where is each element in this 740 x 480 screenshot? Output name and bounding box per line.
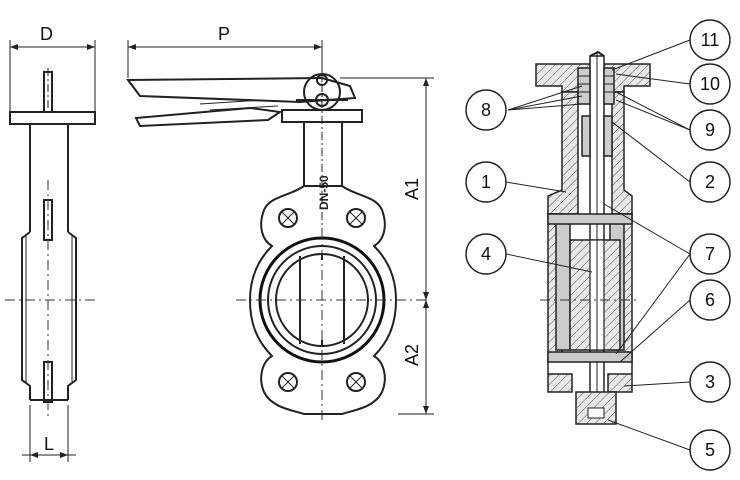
svg-text:7: 7: [705, 244, 715, 264]
side-view: D L: [5, 24, 98, 462]
svg-text:5: 5: [705, 440, 715, 460]
bolt-holes: [278, 208, 366, 392]
svg-text:4: 4: [481, 244, 491, 264]
callout-8: [465, 89, 507, 131]
callout-5: [689, 429, 731, 471]
callout-2: [689, 161, 731, 203]
dimension-label-p: P: [218, 24, 230, 44]
dimension-label-l: L: [44, 434, 54, 454]
svg-text:11: 11: [701, 30, 720, 50]
callout-10: [689, 63, 731, 105]
callout-11: [689, 19, 731, 61]
svg-text:10: 10: [700, 74, 720, 94]
callout-7: [689, 233, 731, 275]
body-marking: DN-50: [317, 175, 331, 210]
svg-text:9: 9: [705, 120, 715, 140]
dimension-label-d: D: [40, 24, 53, 44]
svg-text:1: 1: [481, 172, 491, 192]
callout-3: [689, 361, 731, 403]
dimension-label-a1: A1: [402, 178, 422, 200]
svg-text:8: 8: [481, 100, 491, 120]
callout-4: [465, 233, 507, 275]
svg-text:6: 6: [705, 290, 715, 310]
callout-9: [689, 109, 731, 151]
callouts: 11 10 9 8 2 1 7 4 6: [465, 19, 731, 471]
svg-text:2: 2: [705, 172, 715, 192]
dimension-label-a2: A2: [402, 344, 422, 366]
callout-1: [465, 161, 507, 203]
callout-6: [689, 279, 731, 321]
svg-text:3: 3: [705, 372, 715, 392]
front-view: P DN-50: [126, 24, 434, 420]
section-view: [535, 50, 651, 425]
